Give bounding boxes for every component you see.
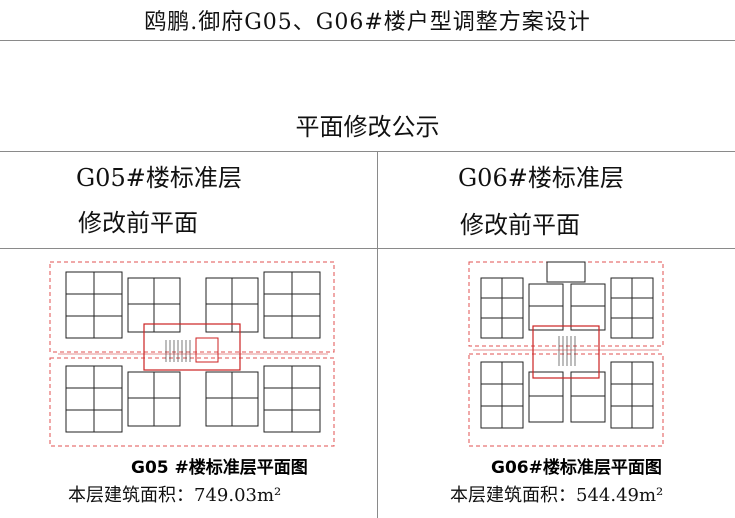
- plan-caption-g05: G05 #楼标准层平面图: [131, 458, 308, 478]
- floor-plan-g05: [49, 261, 335, 447]
- divider-line: [0, 151, 735, 152]
- document-subtitle: 平面修改公示: [295, 113, 440, 141]
- column-subheading-g06: 修改前平面: [460, 211, 580, 239]
- column-heading-g05: G05#楼标准层: [76, 164, 242, 192]
- floor-plan-g06: [468, 261, 664, 447]
- column-divider: [377, 151, 378, 518]
- column-heading-g06: G06#楼标准层: [458, 164, 624, 192]
- floor-area-g05: 本层建筑面积：749.03m²: [68, 485, 282, 506]
- document-title: 鸥鹏.御府G05、G06#楼户型调整方案设计: [144, 10, 591, 35]
- floor-area-g06: 本层建筑面积：544.49m²: [450, 485, 664, 506]
- divider-line: [0, 248, 735, 249]
- column-subheading-g05: 修改前平面: [78, 209, 198, 237]
- divider-line: [0, 40, 735, 41]
- plan-caption-g06: G06#楼标准层平面图: [491, 458, 662, 478]
